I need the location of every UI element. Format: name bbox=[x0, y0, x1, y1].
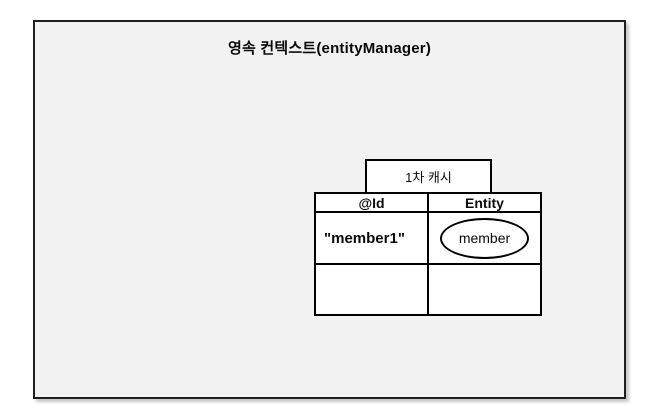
persistence-context-box: 영속 컨텍스트(entityManager) 1차 캐시 @Id Entity … bbox=[33, 20, 626, 399]
cache-table-header-entity: Entity bbox=[427, 192, 542, 213]
cache-table-row: "member1" member bbox=[314, 211, 542, 265]
first-level-cache-label: 1차 캐시 bbox=[365, 159, 492, 194]
persistence-context-title: 영속 컨텍스트(entityManager) bbox=[227, 40, 432, 57]
cache-table-header-id: @Id bbox=[314, 192, 429, 213]
empty-id-cell bbox=[314, 263, 429, 316]
cache-table-empty-row bbox=[314, 263, 542, 316]
cache-row-entity-cell: member bbox=[427, 211, 542, 265]
member-entity-ellipse: member bbox=[440, 217, 529, 259]
cache-table-header-row: @Id Entity bbox=[314, 192, 542, 213]
cache-row-id-cell: "member1" bbox=[314, 211, 429, 265]
empty-entity-cell bbox=[427, 263, 542, 316]
first-level-cache-table: @Id Entity "member1" member bbox=[314, 192, 542, 316]
